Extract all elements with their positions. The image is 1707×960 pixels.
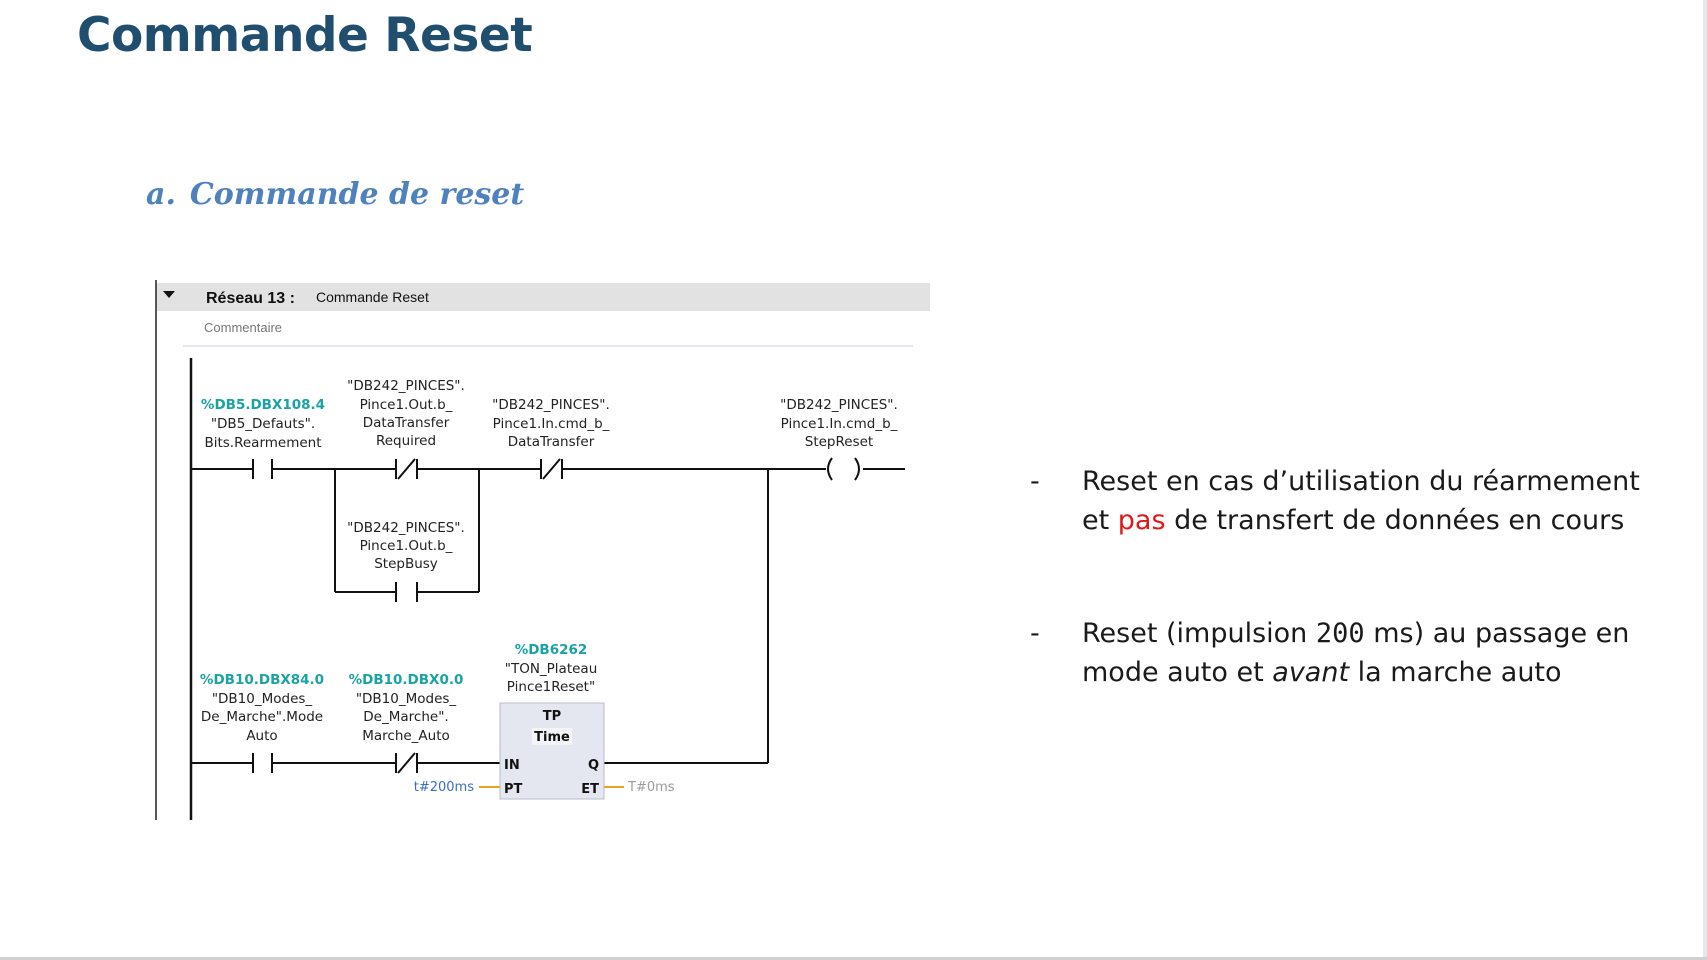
timer-pin-q: Q: [588, 758, 599, 773]
bullet-text-2: Reset (impulsion 200 ms) au passage en m…: [1082, 618, 1630, 688]
c2-symbol-line: Pince1.Out.b_: [360, 397, 453, 413]
pulse-duration: 200: [1315, 618, 1365, 649]
c6-address: %DB10.DBX0.0: [349, 672, 464, 688]
bullet-text-1: Reset en cas d’utilisation du réarmement…: [1082, 466, 1640, 536]
bullet-dash: -: [1030, 618, 1040, 649]
timer-subtype: Time: [534, 730, 570, 745]
slide-title: Commande Reset: [77, 8, 533, 63]
section-number: a.: [146, 177, 176, 212]
network-title: Commande Reset: [316, 289, 429, 305]
timer-pin-in: IN: [504, 758, 520, 773]
contact-c2-nc[interactable]: [395, 458, 418, 480]
slide-right-border: [1703, 0, 1707, 960]
c2-symbol-line: Required: [376, 433, 436, 449]
network-comment[interactable]: Commentaire: [204, 320, 282, 335]
wires: [191, 468, 905, 764]
c4-symbol-line: DataTransfer: [508, 434, 595, 450]
contact-c3-no[interactable]: [395, 582, 418, 602]
section-heading: a. Commande de reset: [146, 177, 524, 212]
et-value[interactable]: T#0ms: [627, 780, 675, 795]
bullet-item-2: - Reset (impulsion 200 ms) au passage en…: [1030, 614, 1642, 692]
coil-symbol-line: Pince1.In.cmd_b_: [781, 416, 898, 432]
timer-instance-name: "TON_Plateau: [505, 661, 598, 677]
timer-instance-address: %DB6262: [515, 642, 588, 658]
c1-symbol-line: Bits.Rearmement: [204, 435, 321, 451]
section-title: Commande de reset: [189, 177, 525, 212]
c5-symbol-line: De_Marche".Mode: [201, 709, 323, 725]
c6-symbol-line: "DB10_Modes_: [356, 691, 457, 707]
c5-symbol-line: Auto: [246, 728, 277, 744]
c1-address: %DB5.DBX108.4: [201, 397, 325, 413]
emphasis-avant: avant: [1272, 657, 1350, 688]
slide-bottom-border: [0, 957, 1707, 960]
c5-address: %DB10.DBX84.0: [200, 672, 324, 688]
c2-symbol-line: "DB242_PINCES".: [347, 378, 465, 394]
c3-symbol-line: "DB242_PINCES".: [347, 520, 465, 536]
ladder-diagram: Réseau 13 : Commande Reset Commentaire: [155, 280, 930, 820]
c6-symbol-line: De_Marche".: [363, 709, 448, 725]
emphasis-pas: pas: [1117, 505, 1166, 536]
bullet-dash: -: [1030, 466, 1040, 497]
contact-c1-no[interactable]: [252, 459, 273, 479]
timer-type: TP: [543, 709, 561, 724]
timer-pin-et: ET: [581, 782, 599, 797]
pt-value[interactable]: t#200ms: [414, 780, 474, 795]
c2-symbol-line: DataTransfer: [363, 415, 450, 431]
coil-symbol-line: StepReset: [805, 434, 873, 450]
coil-symbol-line: "DB242_PINCES".: [780, 397, 898, 413]
c6-symbol-line: Marche_Auto: [362, 728, 450, 744]
contact-c6-nc[interactable]: [395, 752, 418, 774]
network-header-bar[interactable]: [156, 283, 930, 311]
timer-block[interactable]: TP Time IN PT Q ET: [499, 702, 605, 800]
coil-step-reset[interactable]: [827, 457, 860, 481]
contact-c4-nc[interactable]: [540, 458, 563, 480]
collapse-triangle-icon[interactable]: [163, 291, 175, 298]
c4-symbol-line: Pince1.In.cmd_b_: [493, 416, 610, 432]
contact-c5-no[interactable]: [252, 753, 273, 773]
network-label: Réseau 13 :: [206, 290, 295, 307]
c3-symbol-line: StepBusy: [374, 556, 438, 572]
timer-instance-name: Pince1Reset": [507, 679, 595, 695]
bullet-item-1: - Reset en cas d’utilisation du réarmeme…: [1030, 462, 1642, 540]
c3-symbol-line: Pince1.Out.b_: [360, 538, 453, 554]
c5-symbol-line: "DB10_Modes_: [212, 691, 313, 707]
timer-pin-pt: PT: [504, 782, 523, 797]
c1-symbol-line: "DB5_Defauts".: [211, 416, 315, 432]
c4-symbol-line: "DB242_PINCES".: [492, 397, 610, 413]
